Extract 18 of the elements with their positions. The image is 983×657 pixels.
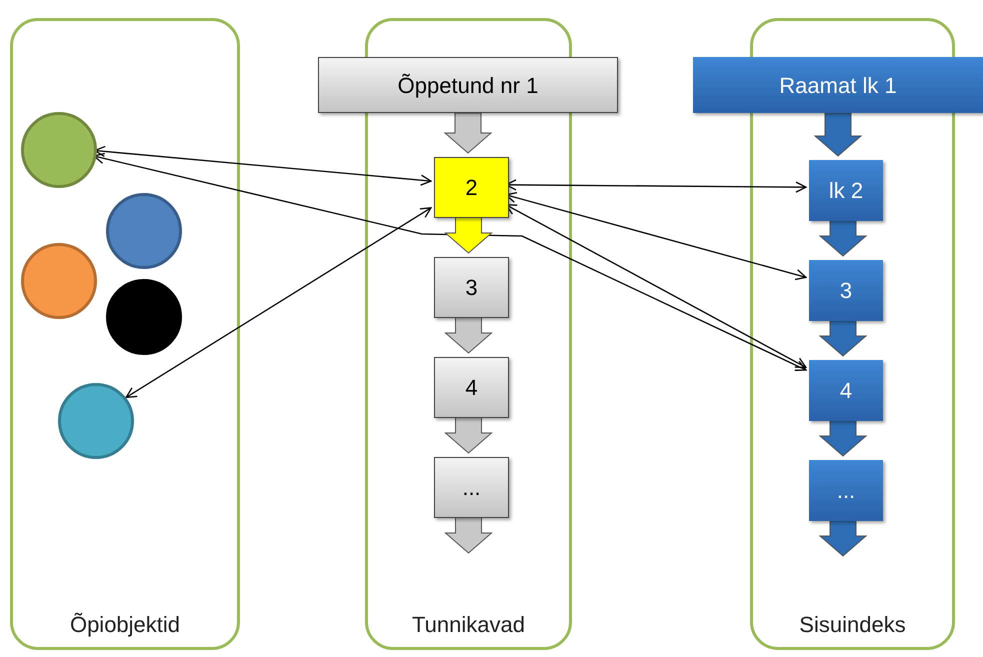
step-box: Õppetund nr 1 (318, 57, 618, 113)
column-panel (10, 18, 240, 650)
step-box: 3 (434, 257, 509, 318)
step-box: 3 (809, 260, 883, 321)
step-box: Raamat lk 1 (693, 57, 983, 113)
column-heading: Tunnikavad (411, 611, 526, 639)
column-heading: Sisuindeks (798, 611, 907, 639)
arrow (125, 207, 432, 398)
step-box: lk 2 (809, 160, 883, 221)
step-box: 4 (434, 357, 509, 418)
block-arrow (814, 112, 862, 157)
step-box: 4 (809, 360, 883, 421)
block-arrow (444, 112, 492, 154)
column-heading: Õpiobjektid (68, 611, 182, 639)
step-box: 2 (434, 157, 509, 218)
step-box: ... (434, 457, 509, 518)
step-box: ... (809, 460, 883, 521)
arrow (94, 146, 432, 186)
